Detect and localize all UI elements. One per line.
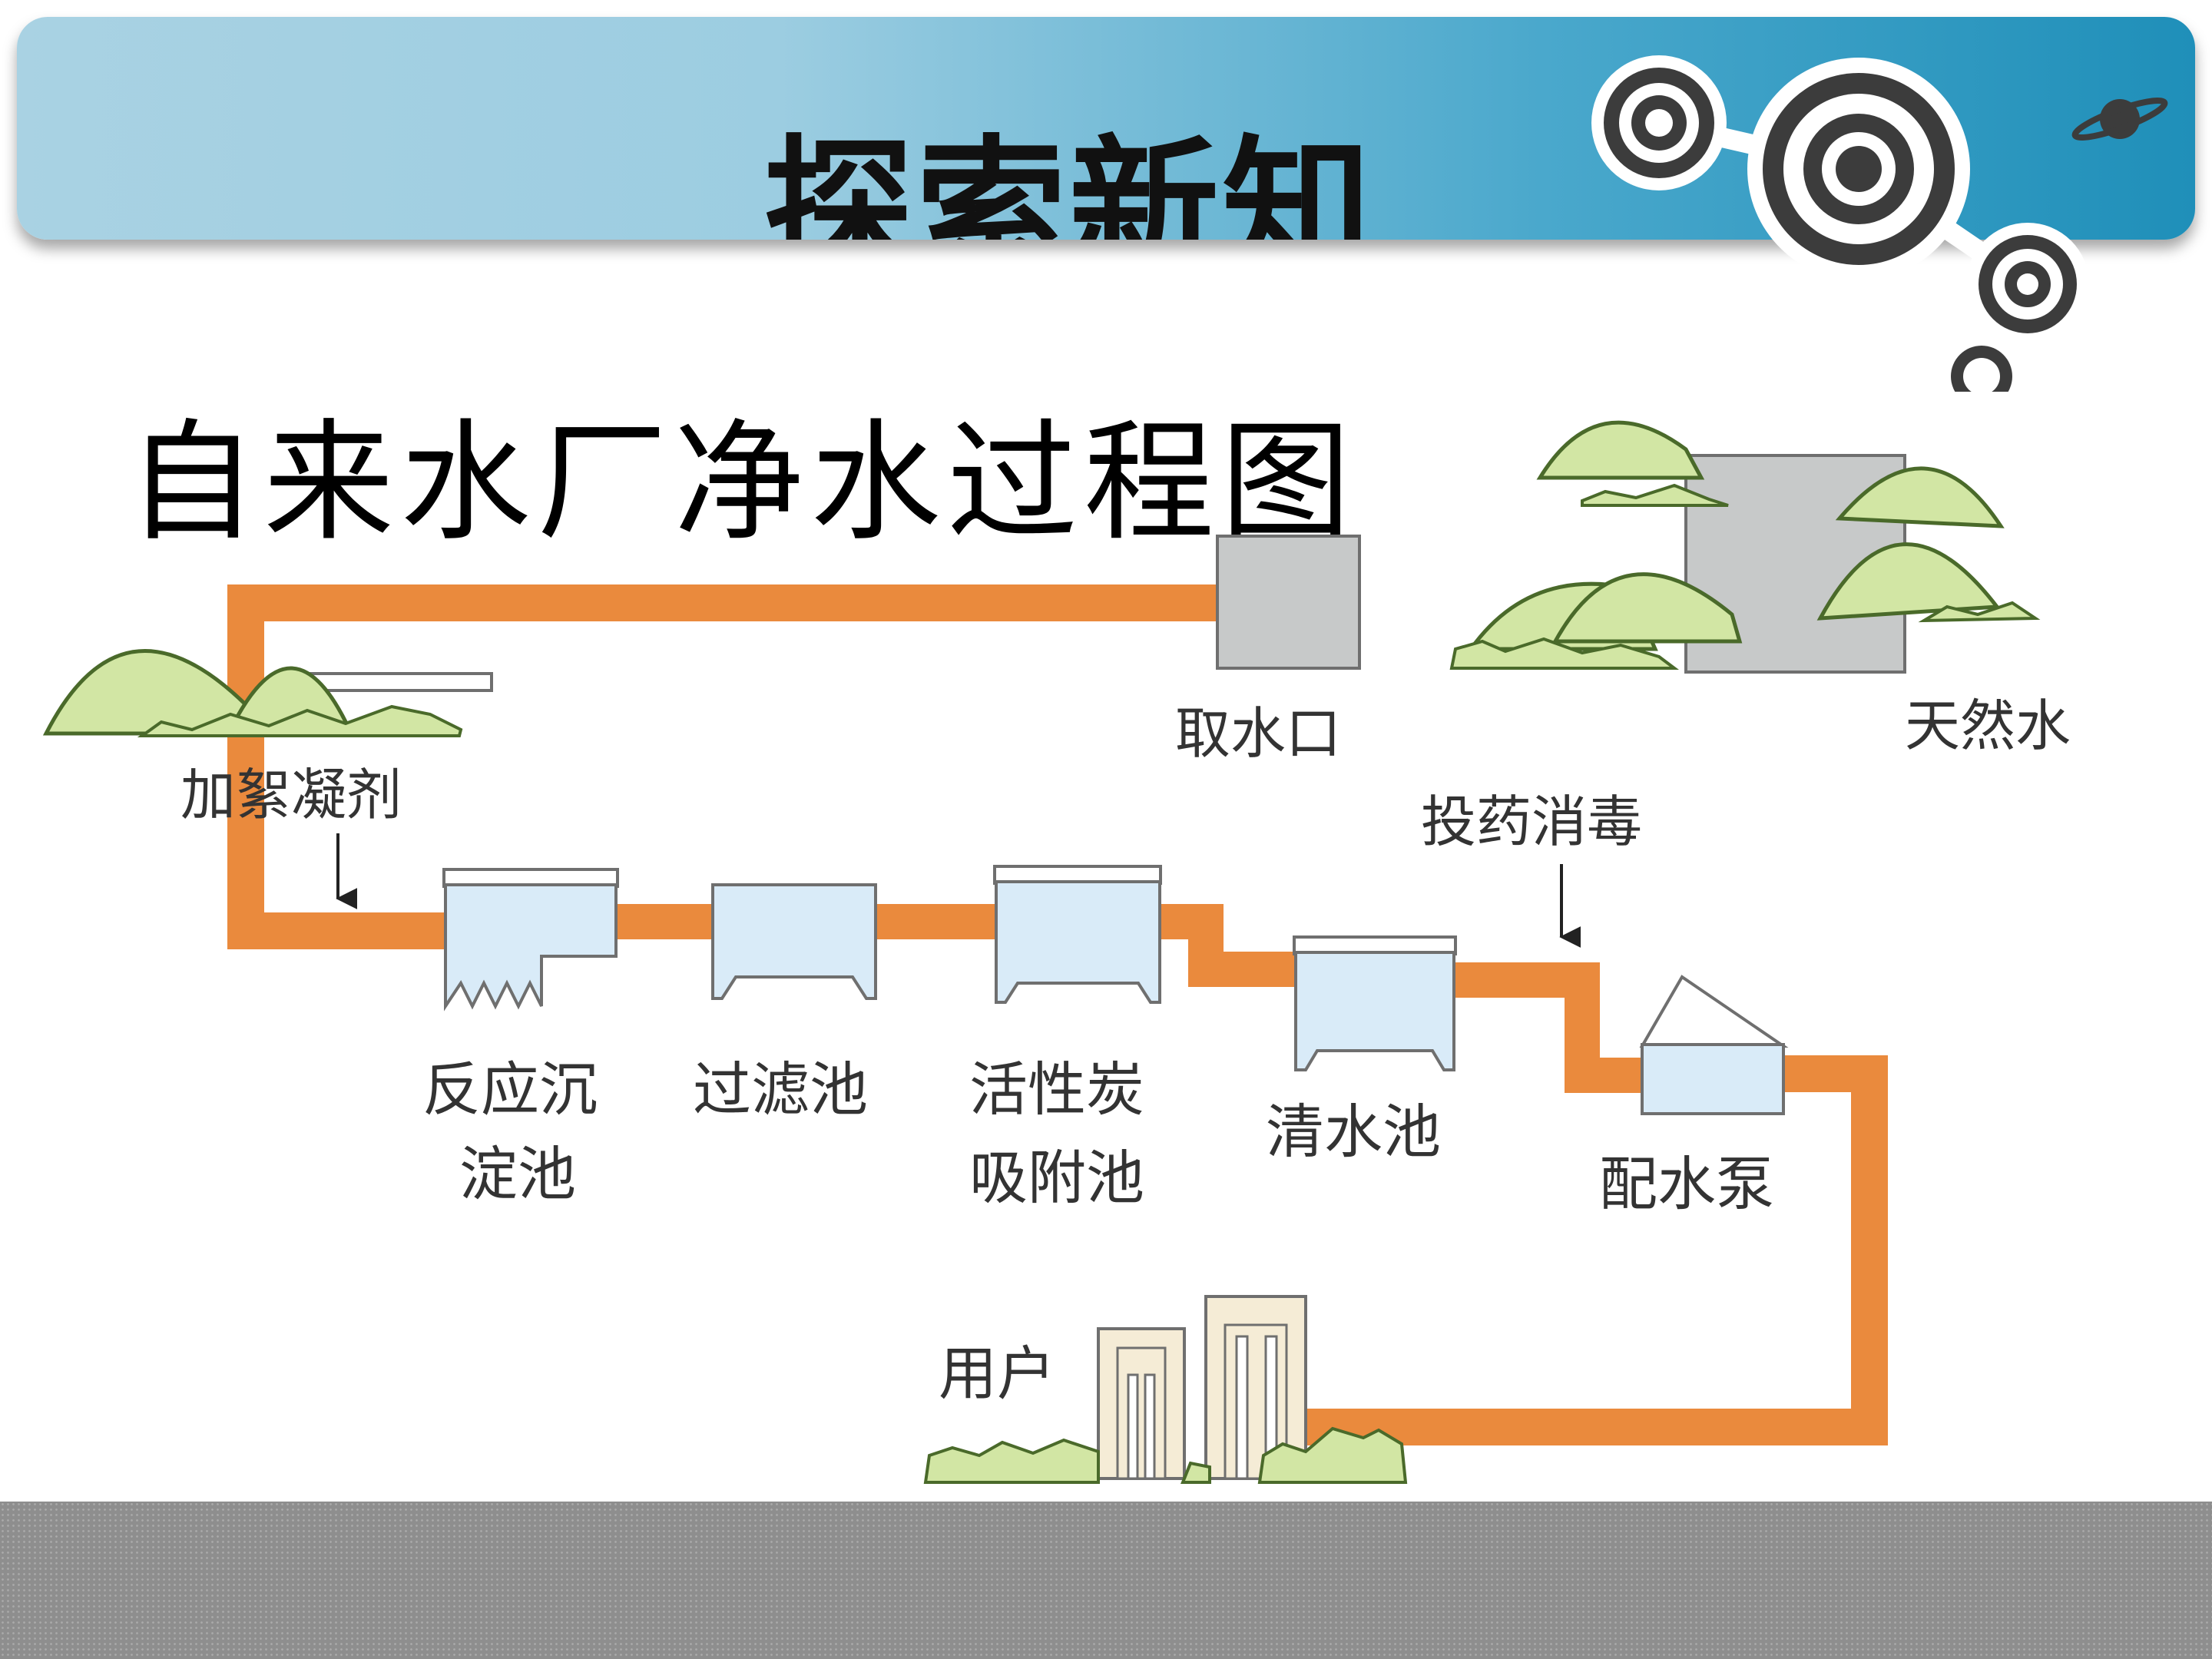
label-reaction-sedimentation-2: 淀池 [459,1140,576,1208]
label-users: 用户 [939,1339,1055,1408]
label-filter-tank: 过滤池 [693,1055,868,1124]
orbit-decoration-icon [1591,55,2168,392]
label-natural-water: 天然水 [1905,694,2071,758]
pipe-pump-to-users [1306,1055,1888,1445]
filter-tank [711,883,877,1000]
clean-water-tank [1293,935,1457,1071]
label-activated-carbon-2: 吸附池 [969,1144,1144,1212]
bottom-texture-band [0,1502,2212,1659]
label-distribution-pump: 配水泵 [1599,1150,1774,1218]
label-coagulant: 加絮凝剂 [180,763,402,827]
page-title: 探索新知 [763,121,1375,240]
coagulant-station [42,649,493,737]
label-water-intake: 取水口 [1175,701,1341,766]
water-intake-box [1216,535,1361,670]
natural-water-source [1449,420,2041,674]
users-buildings [923,1295,1408,1484]
activated-carbon-tank [993,865,1162,1004]
pipe-intake-to-coagulant [227,584,1217,949]
label-clean-water-tank: 清水池 [1266,1098,1441,1166]
pipe-treatment-line [614,904,1644,1093]
reaction-sedimentation-tank [442,868,619,1012]
label-activated-carbon-1: 活性炭 [969,1055,1144,1124]
distribution-pump [1639,975,1789,1115]
diagram-heading: 自来水厂净水过程图 [127,407,1358,559]
label-reaction-sedimentation-1: 反应沉 [422,1055,598,1124]
label-disinfection: 投药消毒 [1421,790,1642,854]
